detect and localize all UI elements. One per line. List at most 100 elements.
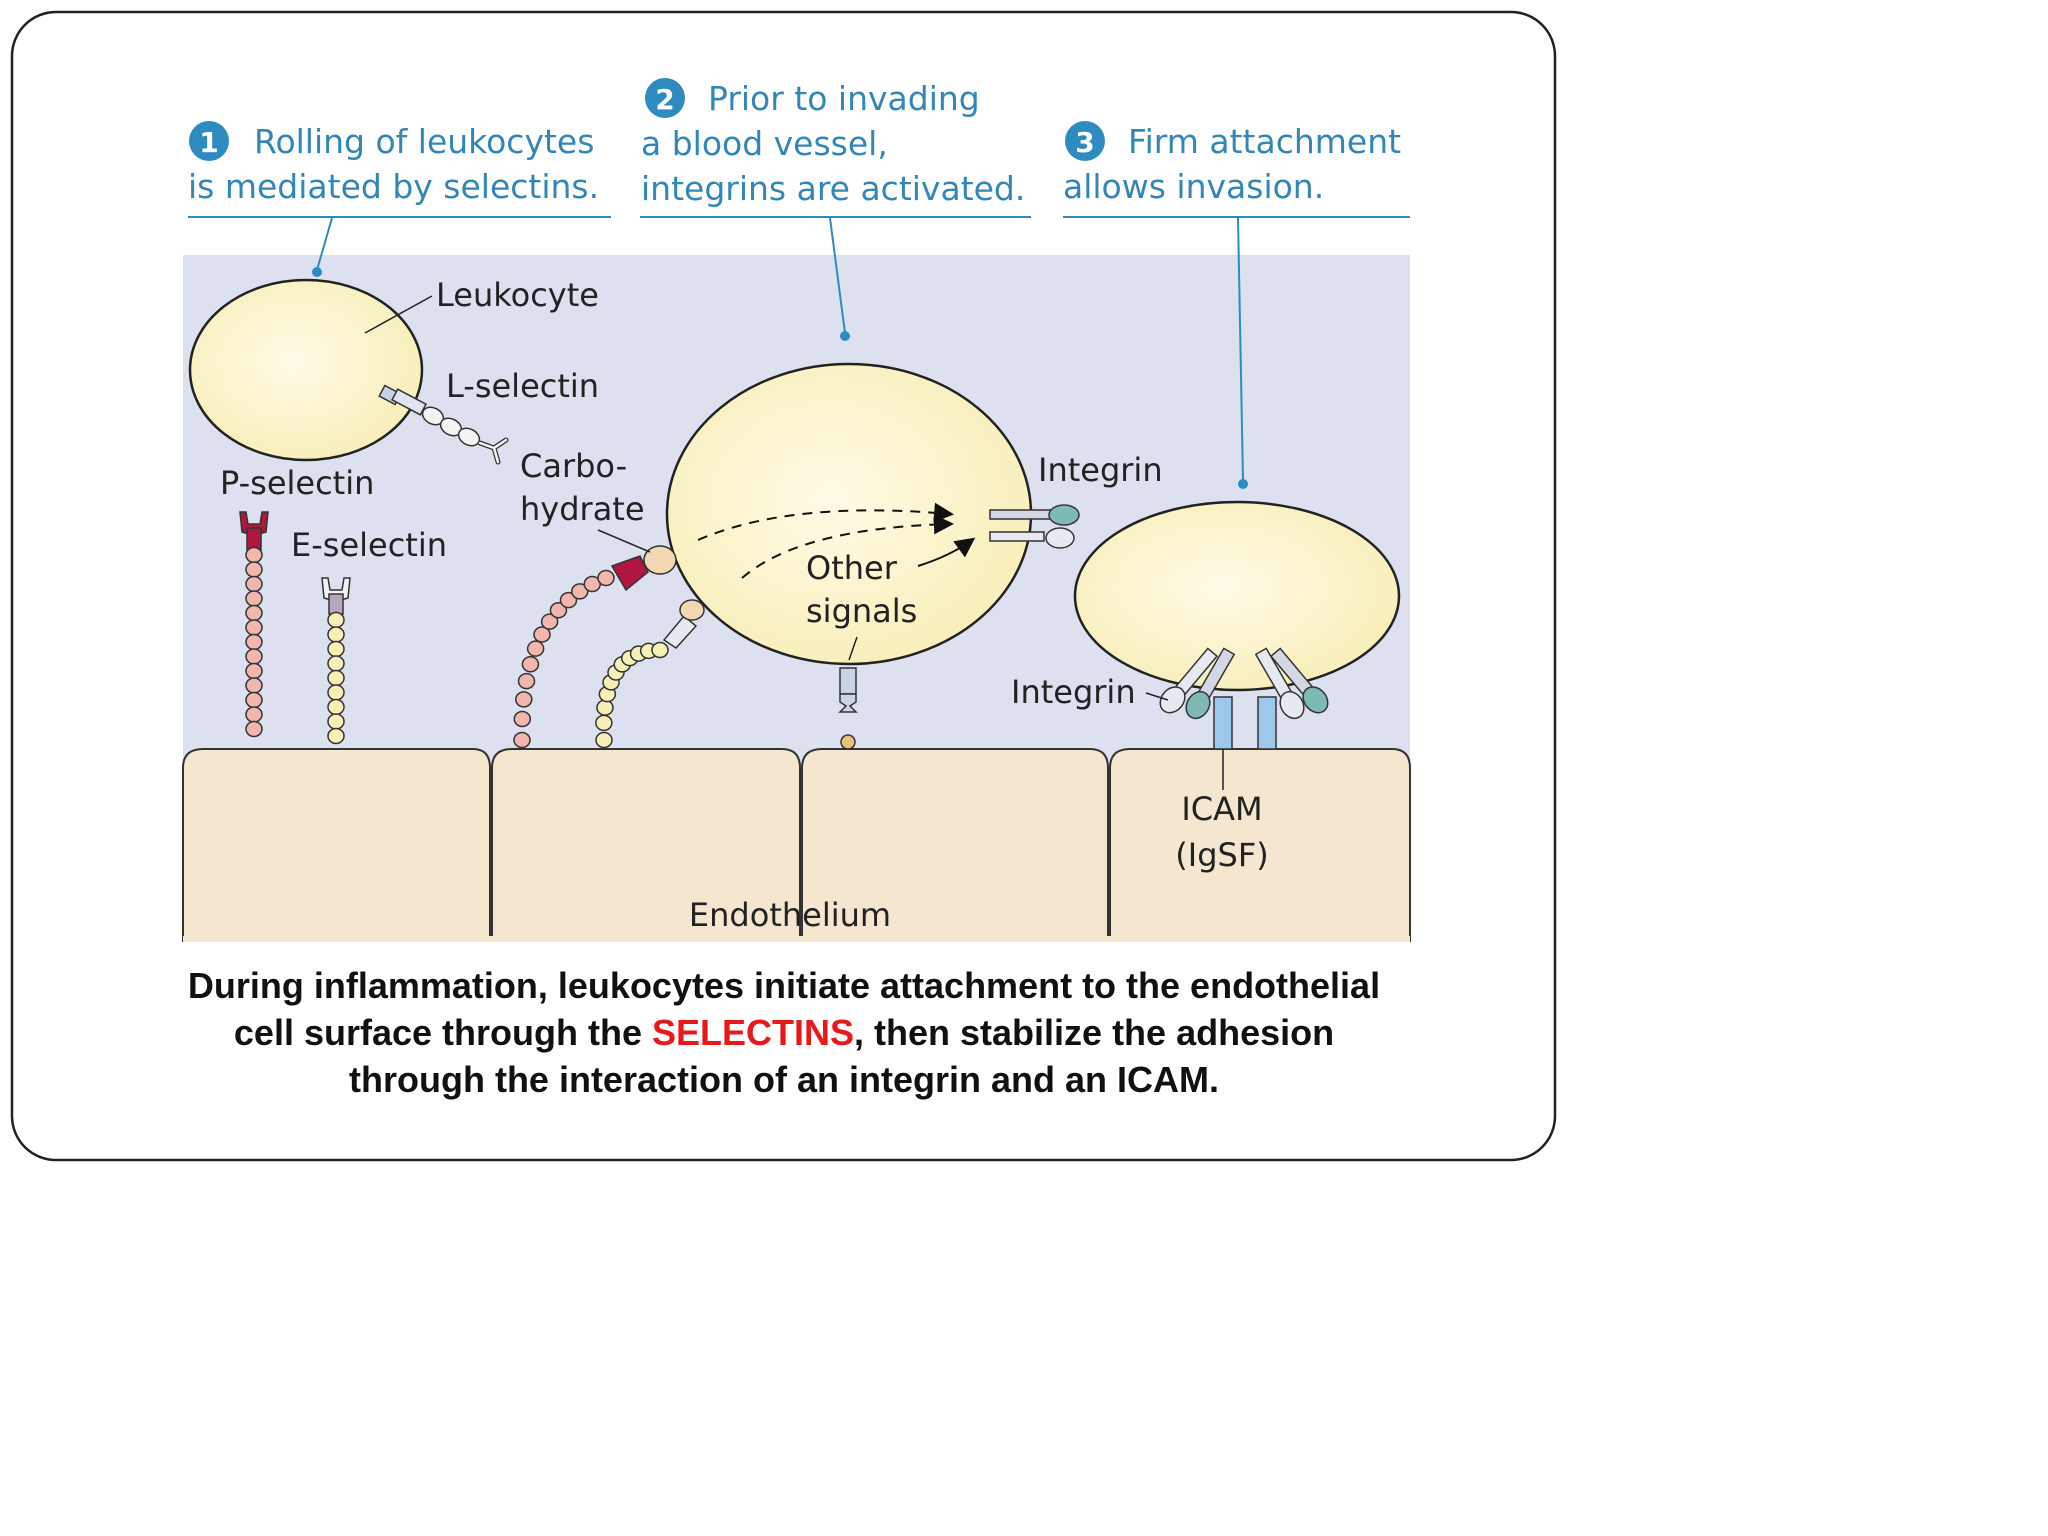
step-2-line3: integrins are activated.: [641, 169, 1025, 208]
p-selectin-bead: [245, 561, 263, 578]
bound-e-selectin-head: [662, 614, 698, 649]
bound-e-selectin-bead: [595, 731, 613, 749]
integrin-label-bottom: Integrin: [1011, 673, 1136, 711]
carbohydrate-pointer: [597, 529, 651, 553]
step-1-number: 1: [199, 126, 218, 159]
step-1-badge: [189, 121, 229, 161]
caption-line-3: through the interaction of an integrin a…: [349, 1059, 1219, 1100]
endothelial-cell-4: [1109, 748, 1411, 942]
caption-selectins-highlight: SELECTINS: [651, 1012, 855, 1053]
bound-p-selectin-bead: [517, 672, 536, 690]
e-selectin-bead: [327, 640, 345, 658]
bound-p-selectin-bead: [526, 640, 545, 657]
bound-p-selectin-bead: [515, 691, 533, 708]
carbohydrate-label-2: hydrate: [520, 490, 645, 528]
bound-p-selectin-bead: [521, 655, 540, 673]
other-signals-pointer: [848, 636, 858, 661]
e-selectin-molecule: [321, 577, 351, 745]
signal-arrow-3: [917, 537, 976, 567]
p-selectin-bead: [245, 575, 263, 593]
e-selectin-bead: [327, 698, 345, 716]
carbohydrate-label-1: Carbo-: [520, 447, 627, 485]
icam-label-1: ICAM: [1181, 790, 1262, 828]
integrin-label-top: Integrin: [1038, 451, 1163, 489]
caption-line-2-pre: cell surface through the: [233, 1012, 652, 1053]
carbohydrate-1: [643, 545, 677, 575]
bound-p-selectin-bead: [559, 591, 578, 609]
icam-label-2: (IgSF): [1175, 836, 1268, 874]
p-selectin-bead: [245, 706, 263, 723]
bound-e-selectin-bead: [651, 641, 669, 659]
other-signals-label-2: signals: [806, 592, 917, 630]
step-pointers: [312, 217, 1248, 489]
signal-arrow-1: [697, 502, 954, 541]
e-selectin-bead: [327, 669, 345, 687]
e-selectin-bead: [327, 611, 345, 629]
bound-e-selectin-bead: [596, 699, 614, 716]
diagram: 1 Rolling of leukocytes is mediated by s…: [10, 10, 1557, 1162]
p-selectin-bead: [245, 590, 263, 607]
bound-p-selectin-bead: [549, 601, 568, 619]
p-selectin-molecule: [239, 511, 269, 738]
p-selectin-bead: [245, 604, 263, 622]
l-selectin-label: L-selectin: [446, 367, 599, 405]
e-selectin-label: E-selectin: [291, 526, 447, 564]
p-selectin-bead: [245, 619, 263, 636]
endothelium: [182, 748, 1411, 942]
p-selectin-bead: [245, 633, 263, 651]
caption-line-1: During inflammation, leukocytes initiate…: [187, 965, 1381, 1006]
bound-e-selectin-bead: [595, 714, 613, 732]
e-selectin-bead: [327, 684, 345, 701]
bound-p-selectin-bead: [513, 710, 532, 728]
step-1-line2: is mediated by selectins.: [188, 167, 599, 206]
icam-1: [1213, 696, 1233, 750]
e-selectin-bead: [327, 727, 345, 745]
p-selectin-bead: [245, 546, 263, 564]
step-2-line1: Prior to invading: [708, 79, 980, 118]
slide: 1 Rolling of leukocytes is mediated by s…: [10, 10, 1557, 1162]
p-selectin-bead: [245, 662, 263, 680]
bound-p-selectin-bead: [540, 613, 559, 630]
l-selectin-molecule: [378, 384, 509, 465]
step-3-header: 3 Firm attachment allows invasion.: [1063, 121, 1401, 206]
step-3-badge: [1065, 121, 1105, 161]
bound-integrins: [1159, 647, 1329, 720]
step-1-line1: Rolling of leukocytes: [254, 122, 594, 161]
endothelium-label: Endothelium: [689, 896, 891, 934]
leukocyte-rolling: [188, 278, 424, 462]
caption: During inflammation, leukocytes initiate…: [60, 962, 1508, 1103]
p-selectin-label: P-selectin: [220, 464, 374, 502]
p-selectin-bead: [245, 648, 263, 665]
icam-2: [1257, 696, 1277, 750]
e-selectin-bead: [327, 713, 345, 730]
p-selectin-bead: [245, 720, 263, 738]
endothelial-cell-1: [182, 748, 491, 942]
bound-p-selectin-bead: [571, 583, 589, 600]
endothelial-cell-3: [801, 748, 1109, 942]
step-2-line2: a blood vessel,: [641, 124, 888, 163]
bound-p-selectin-bead: [513, 731, 531, 749]
step-2-number: 2: [655, 83, 674, 116]
bound-p-selectin-bead: [597, 569, 615, 587]
step-3-line2: allows invasion.: [1063, 167, 1324, 206]
p-selectin-bead: [245, 691, 263, 709]
caption-line-2-post: , then stabilize the adhesion: [854, 1012, 1335, 1053]
bound-p-selectin: [513, 555, 649, 749]
carbohydrate-2: [679, 599, 705, 621]
bound-p-selectin-bead: [533, 626, 551, 643]
caption-line-2: cell surface through the SELECTINS, then…: [60, 1009, 1508, 1056]
step-1-header: 1 Rolling of leukocytes is mediated by s…: [188, 121, 599, 206]
step-3-line1: Firm attachment: [1128, 122, 1401, 161]
bound-p-selectin-head: [610, 555, 649, 592]
e-selectin-bead: [327, 626, 345, 643]
leukocyte-attached: [1073, 500, 1401, 692]
step-2-header: 2 Prior to invading a blood vessel, inte…: [641, 78, 1025, 208]
other-signals-label-1: Other: [806, 549, 898, 587]
leukocyte-pointer: [364, 295, 433, 334]
signal-arrow-2: [741, 514, 954, 579]
signal-receptor: [838, 667, 858, 750]
bound-e-selectin: [595, 614, 698, 749]
step-3-number: 3: [1075, 126, 1094, 159]
integrin-bottom-pointer: [1145, 692, 1169, 701]
endothelial-cell-2: [491, 748, 801, 942]
